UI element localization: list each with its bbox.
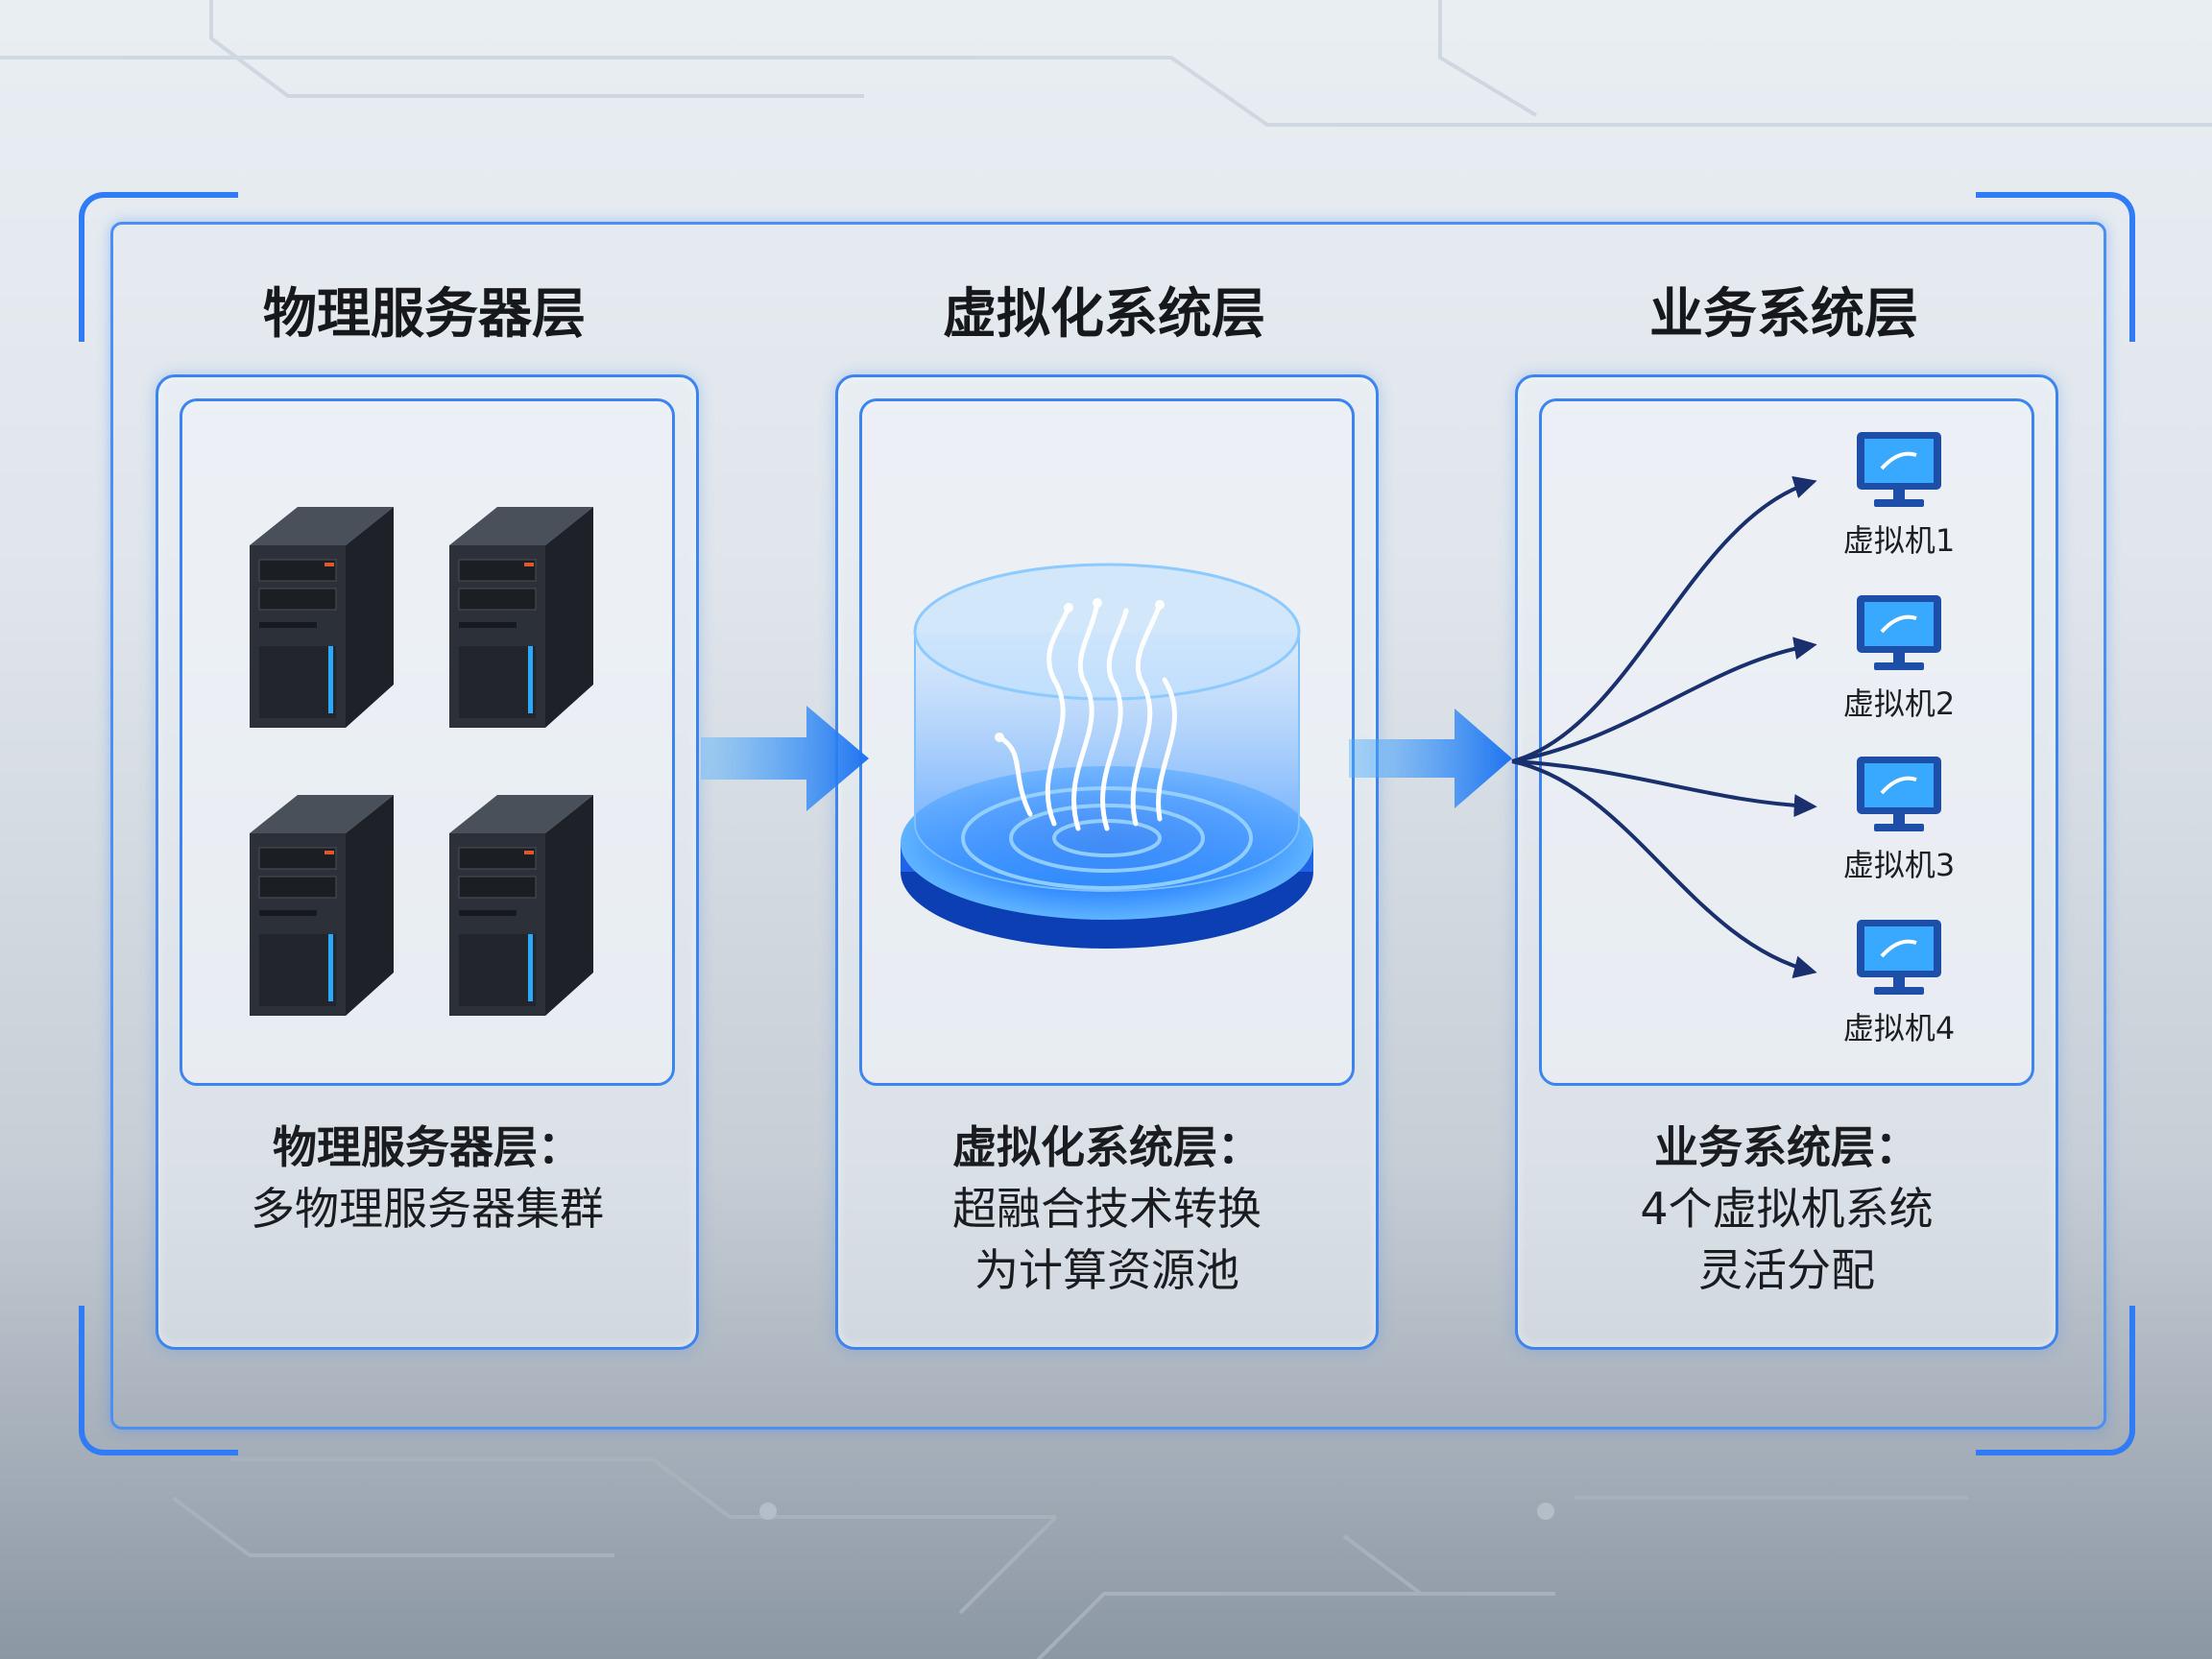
physical-layer-title: 物理服务器层 — [263, 283, 586, 346]
resource-pool-box — [859, 398, 1355, 1086]
vm-label-1: 虚拟机1 — [1842, 522, 1956, 559]
outer-frame — [110, 222, 2106, 1430]
business-layer-title: 业务系统层 — [1649, 283, 1918, 346]
server-tower-icon — [250, 795, 394, 1016]
physical-layer-desc-head: 物理服务器层： — [273, 1121, 582, 1173]
virtualization-layer-description: 虚拟化系统层： 超融合技术转换 为计算资源池 — [838, 1117, 1376, 1301]
physical-layer-panel: 物理服务器层： 多物理服务器集群 — [156, 374, 699, 1350]
corner-accent-top-right — [1976, 192, 2135, 342]
physical-layer-desc-line: 多物理服务器集群 — [251, 1183, 604, 1235]
right-arrow-icon — [701, 706, 869, 811]
monitor-icon — [1857, 920, 1941, 995]
corner-accent-bottom-right — [1976, 1306, 2135, 1455]
vm-label-4: 虚拟机4 — [1842, 1010, 1956, 1046]
business-layer-description: 业务系统层： 4个虚拟机系统 灵活分配 — [1518, 1117, 2056, 1301]
virtualization-layer-desc-head: 虚拟化系统层： — [952, 1121, 1262, 1173]
server-tower-icon — [449, 507, 593, 728]
business-layer-desc-head: 业务系统层： — [1654, 1121, 1919, 1173]
vm-item-3: 虚拟机3 — [1822, 755, 1976, 885]
server-tower-icon — [250, 507, 394, 728]
virtualization-layer-desc-line-1: 超融合技术转换 — [952, 1183, 1262, 1235]
vm-item-4: 虚拟机4 — [1822, 918, 1976, 1048]
server-tower-icon — [449, 795, 593, 1016]
virtualization-layer-desc-line-2: 为计算资源池 — [974, 1244, 1239, 1296]
server-cluster-box — [180, 398, 675, 1086]
vm-item-2: 虚拟机2 — [1822, 593, 1976, 724]
business-layer-panel: 虚拟机1 虚拟机2 虚拟机3 — [1515, 374, 2058, 1350]
monitor-icon — [1857, 757, 1941, 831]
vm-label-2: 虚拟机2 — [1842, 685, 1956, 722]
monitor-icon — [1857, 595, 1941, 670]
right-arrow-icon — [1349, 709, 1512, 808]
virtualization-layer-panel: 虚拟化系统层： 超融合技术转换 为计算资源池 — [835, 374, 1379, 1350]
vm-label-3: 虚拟机3 — [1842, 847, 1956, 883]
cylinder-pool-icon — [901, 563, 1313, 949]
vm-box: 虚拟机1 虚拟机2 虚拟机3 — [1539, 398, 2034, 1086]
monitor-icon — [1857, 432, 1941, 507]
vm-item-1: 虚拟机1 — [1822, 430, 1976, 561]
corner-accent-top-left — [79, 192, 238, 342]
physical-layer-description: 物理服务器层： 多物理服务器集群 — [158, 1117, 696, 1239]
business-layer-desc-line-2: 灵活分配 — [1698, 1244, 1875, 1296]
corner-accent-bottom-left — [79, 1306, 238, 1455]
business-layer-desc-line-1: 4个虚拟机系统 — [1640, 1183, 1934, 1235]
virtualization-layer-title: 虚拟化系统层 — [943, 283, 1265, 346]
